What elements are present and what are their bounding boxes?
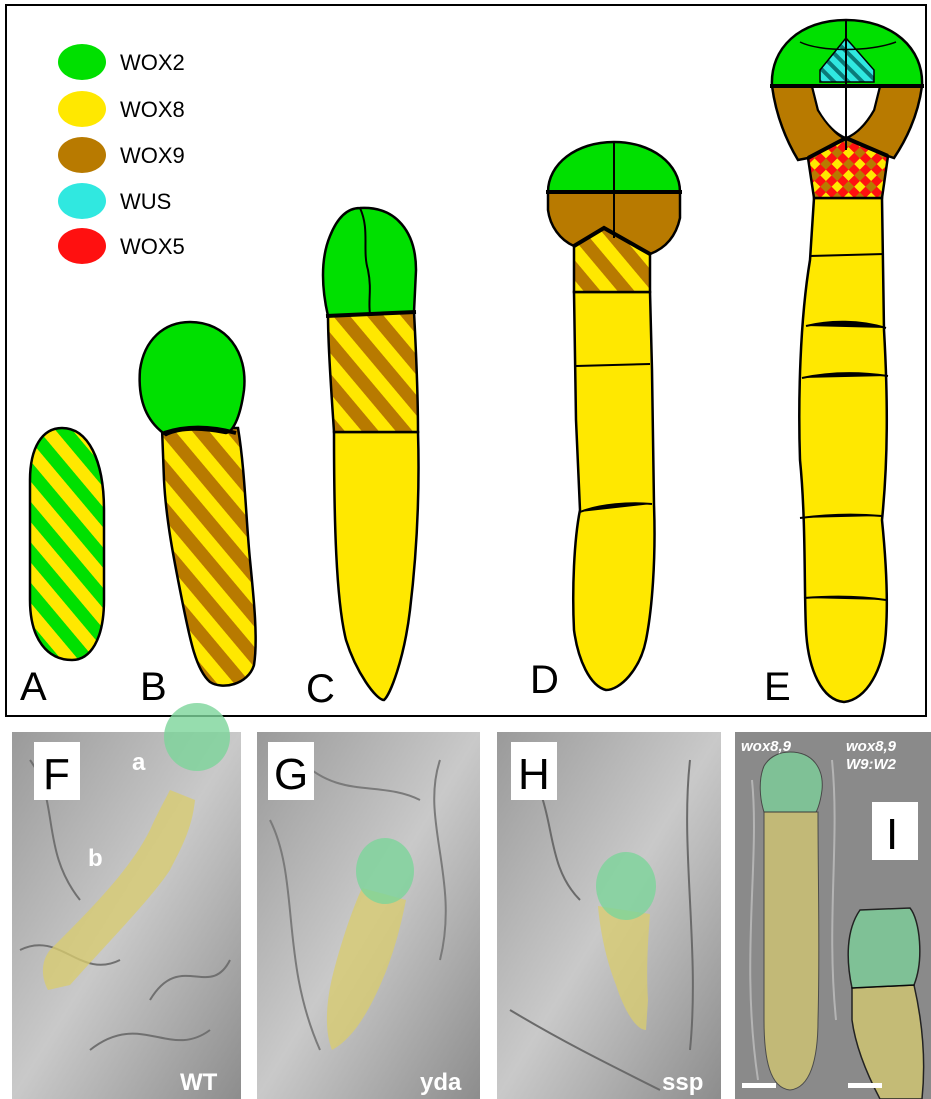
suspensor [799, 198, 886, 702]
photo-panel-i: wox8,9 wox8,9 W9:W2 I [735, 732, 931, 1099]
panel-letter-f: F [43, 750, 70, 799]
cell-label-b: b [88, 845, 103, 872]
stage-label-b: B [140, 665, 167, 709]
embryo-i2-proembryo [848, 908, 920, 988]
suspensor [573, 292, 654, 690]
panel-letter-g: G [274, 750, 308, 799]
legend-label-wox2: WOX2 [120, 50, 185, 75]
apical-cell [140, 322, 245, 435]
legend-label-wox9: WOX9 [120, 143, 185, 168]
legend-swatch-wox2 [58, 44, 106, 80]
embryo-g-proembryo [356, 838, 414, 904]
legend-label-wox5: WOX5 [120, 234, 185, 259]
genotype-label-ssp: ssp [662, 1069, 703, 1096]
stage-label-a: A [20, 665, 47, 709]
legend-label-wus: WUS [120, 189, 171, 214]
scale-bar-left [742, 1083, 776, 1088]
legend-swatch-wus [58, 183, 106, 219]
embryo-i1-suspensor [764, 812, 819, 1090]
embryo-h-proembryo [596, 852, 656, 920]
legend-swatch-wox5 [58, 228, 106, 264]
hypophysis-stripe-cell [328, 312, 418, 432]
genotype-label-wt: WT [180, 1069, 218, 1096]
zygote-cell [30, 428, 104, 660]
embryo-f-proembryo [164, 703, 230, 771]
legend-label-wox8: WOX8 [120, 97, 185, 122]
legend-item-wox2: WOX2 [58, 44, 185, 80]
panel-letter-i: I [886, 810, 898, 859]
cell-label-a: a [132, 749, 146, 776]
photo-panel-f: F a b WT [12, 703, 241, 1099]
genotype-label-yda: yda [420, 1069, 462, 1096]
legend-swatch-wox8 [58, 91, 106, 127]
photo-panel-g: G yda [257, 732, 480, 1099]
scale-bar-right [848, 1083, 882, 1088]
stage-label-c: C [306, 667, 335, 711]
genotype-tag-i-right-1: wox8,9 [846, 738, 897, 755]
stage-label-d: D [530, 658, 559, 702]
stage-label-e: E [764, 665, 791, 709]
genotype-tag-i-right-2: W9:W2 [846, 756, 897, 773]
legend-swatch-wox9 [58, 137, 106, 173]
embryo-i1-proembryo [760, 752, 822, 812]
legend-item-wox8: WOX8 [58, 91, 185, 127]
legend-item-wox5: WOX5 [58, 228, 185, 264]
panel-letter-h: H [518, 750, 550, 799]
legend-item-wox9: WOX9 [58, 137, 185, 173]
genotype-tag-i-left: wox8,9 [741, 738, 792, 755]
photo-panel-h: H ssp [497, 732, 721, 1099]
